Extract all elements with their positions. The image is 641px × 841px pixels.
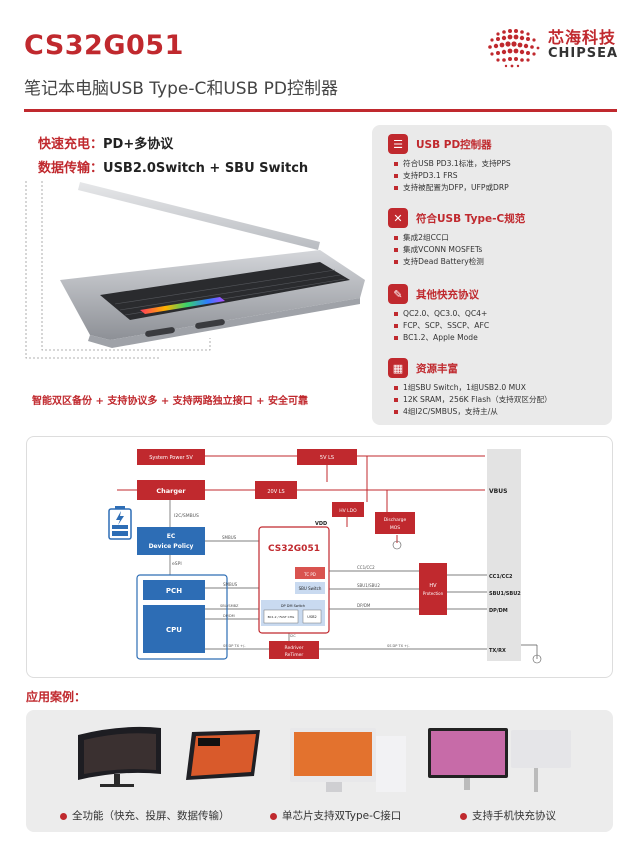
application-caption: 支持手机快充协议 bbox=[460, 808, 556, 823]
curved-monitor-image bbox=[78, 726, 161, 787]
page-title: CS32G051 bbox=[24, 30, 184, 61]
feature-value: PD+多协议 bbox=[103, 137, 174, 152]
spec-item: 集成2组CC口 bbox=[394, 232, 525, 244]
feature-data-transfer: 数据传输：USB2.0Switch + SBU Switch bbox=[38, 157, 308, 176]
spec-item: 4组I2C/SMBUS，支持主/从 bbox=[394, 406, 552, 418]
ec-label-1: EC bbox=[167, 533, 176, 540]
pin-txrx: TX/RX bbox=[489, 648, 506, 654]
bullet-icon bbox=[60, 812, 67, 820]
section-type-c: ✕符合USB Type-C规范 集成2组CC口 集成VCONN MOSFETs … bbox=[388, 208, 525, 269]
pin-cc: CC1/CC2 bbox=[489, 574, 513, 580]
section-title: 资源丰富 bbox=[416, 362, 458, 375]
smbus-label-1: SMBUS bbox=[222, 535, 237, 540]
portable-monitor-image bbox=[186, 730, 260, 780]
bullet-icon bbox=[460, 812, 467, 820]
spec-item: FCP、SCP、SSCP、AFC bbox=[394, 320, 489, 332]
section-title: 符合USB Type-C规范 bbox=[416, 212, 526, 225]
pin-dpdm: DP/DM bbox=[489, 608, 508, 614]
cpu-block: CPU bbox=[166, 626, 182, 634]
hv-ldo-block: HV LDO bbox=[339, 508, 357, 514]
list-icon: ☰ bbox=[388, 134, 408, 154]
hv-label-2: Protection bbox=[423, 591, 444, 596]
charger-block: Charger bbox=[156, 487, 186, 495]
system-power-block: System Power 5V bbox=[149, 455, 193, 461]
section-fast-charge: ✎ 其他快充协议 QC2.0、QC3.0、QC4+ FCP、SCP、SSCP、AF… bbox=[388, 284, 489, 345]
ec-label-2: Device Policy bbox=[149, 543, 194, 550]
blocks-icon: ▦ bbox=[388, 358, 408, 378]
i2c-smbus-label: I2C/SMBUS bbox=[174, 513, 199, 519]
i2c-label: I2C bbox=[290, 634, 296, 638]
sbu-switch-block: SBU Switch bbox=[299, 586, 322, 591]
studio-display-image bbox=[290, 728, 406, 792]
spec-item: 符合USB PD3.1标准，支持PPS bbox=[394, 158, 511, 170]
slim-monitor-image bbox=[428, 728, 571, 792]
brand-name-en: CHIPSEA bbox=[548, 46, 619, 61]
spec-item: 集成VCONN MOSFETs bbox=[394, 244, 525, 256]
sbu-smbus-label: SBU/SMBZ bbox=[220, 604, 239, 608]
dpdm-link-label: DP/DM bbox=[357, 603, 371, 608]
ss-tx-right-label: SS DP TX +/- bbox=[387, 644, 410, 648]
espi-label: eSPI bbox=[172, 561, 182, 567]
bc12-block: BC1.2 / FAST CHG bbox=[268, 615, 295, 619]
feature-value: USB2.0Switch + SBU Switch bbox=[103, 161, 309, 176]
spec-item: 12K SRAM，256K Flash（支持双区分配） bbox=[394, 394, 552, 406]
dp-dm-switch-label: DP DM Switch bbox=[281, 604, 305, 608]
pin-sbu: SBU1/SBU2 bbox=[489, 591, 521, 597]
feature-key: 数据传输： bbox=[38, 161, 104, 176]
ss-tx-left-label: SS DP TX +/- bbox=[223, 644, 246, 648]
bullet-icon bbox=[270, 812, 277, 820]
slogan: 智能双区备份 + 支持协议多 + 支持两路独立接口 + 安全可靠 bbox=[32, 396, 309, 407]
ls-20v-block: 20V LS bbox=[267, 489, 284, 495]
pin-vbus: VBUS bbox=[489, 488, 507, 495]
spec-item: 支持被配置为DFP，UFP或DRP bbox=[394, 182, 511, 194]
usb2-block: USB2 bbox=[307, 615, 316, 619]
block-diagram: VBUS CC1/CC2 SBU1/SBU2 DP/DM TX/RX Syste… bbox=[26, 436, 613, 678]
sbu-link-label: SBU1/SBU2 bbox=[357, 583, 380, 588]
smbus-label-2: SMBUS bbox=[223, 582, 238, 587]
vdd-label: VDD bbox=[315, 521, 327, 527]
caption-text: 全功能（快充、投屏、数据传输） bbox=[72, 810, 230, 822]
spec-item: 1组SBU Switch，1组USB2.0 MUX bbox=[394, 382, 552, 394]
spec-item: BC1.2、Apple Mode bbox=[394, 332, 489, 344]
edit-icon: ✎ bbox=[388, 284, 408, 304]
section-title: USB PD控制器 bbox=[416, 138, 492, 151]
caption-text: 单芯片支持双Type-C接口 bbox=[282, 810, 402, 822]
discharge-label-2: MOS bbox=[390, 525, 400, 531]
header-divider bbox=[24, 109, 617, 112]
feature-key: 快速充电： bbox=[38, 137, 104, 152]
brand-name-cn: 芯海科技 bbox=[548, 28, 617, 47]
chipsea-logo-mark bbox=[488, 29, 540, 68]
tools-icon: ✕ bbox=[388, 208, 408, 228]
chip-label: CS32G051 bbox=[268, 544, 320, 554]
redriver-label-1: Redriver bbox=[285, 645, 304, 651]
section-title: 其他快充协议 bbox=[416, 288, 479, 301]
application-caption: 全功能（快充、投屏、数据传输） bbox=[60, 808, 230, 823]
dpdm-label: DP/DM bbox=[223, 614, 235, 618]
pch-block: PCH bbox=[166, 587, 182, 595]
caption-text: 支持手机快充协议 bbox=[472, 810, 556, 822]
spec-item: 支持Dead Battery检测 bbox=[394, 256, 525, 268]
ls-5v-block: 5V LS bbox=[320, 455, 334, 461]
application-caption: 单芯片支持双Type-C接口 bbox=[270, 808, 401, 823]
hv-label-1: HV bbox=[429, 583, 437, 589]
spec-item: QC2.0、QC3.0、QC4+ bbox=[394, 308, 489, 320]
tcpd-block: TC PD bbox=[303, 572, 316, 577]
redriver-label-2: ReTimer bbox=[285, 652, 304, 658]
battery-icon bbox=[108, 506, 132, 540]
section-usb-pd: ☰ USB PD控制器 符合USB PD3.1标准，支持PPS 支持PD3.1 F… bbox=[388, 134, 511, 195]
page-subtitle: 笔记本电脑USB Type-C和USB PD控制器 bbox=[24, 79, 338, 99]
discharge-label-1: Discharge bbox=[384, 517, 407, 523]
cc-link-label: CC1/CC2 bbox=[357, 565, 375, 570]
applications-panel bbox=[26, 710, 613, 832]
applications-heading: 应用案例： bbox=[26, 690, 87, 704]
spec-item: 支持PD3.1 FRS bbox=[394, 170, 511, 182]
feature-fast-charge: 快速充电：PD+多协议 bbox=[38, 133, 173, 152]
laptop-illustration bbox=[25, 180, 365, 359]
section-resources: ▦ 资源丰富 1组SBU Switch，1组USB2.0 MUX 12K SRAM… bbox=[388, 358, 552, 419]
